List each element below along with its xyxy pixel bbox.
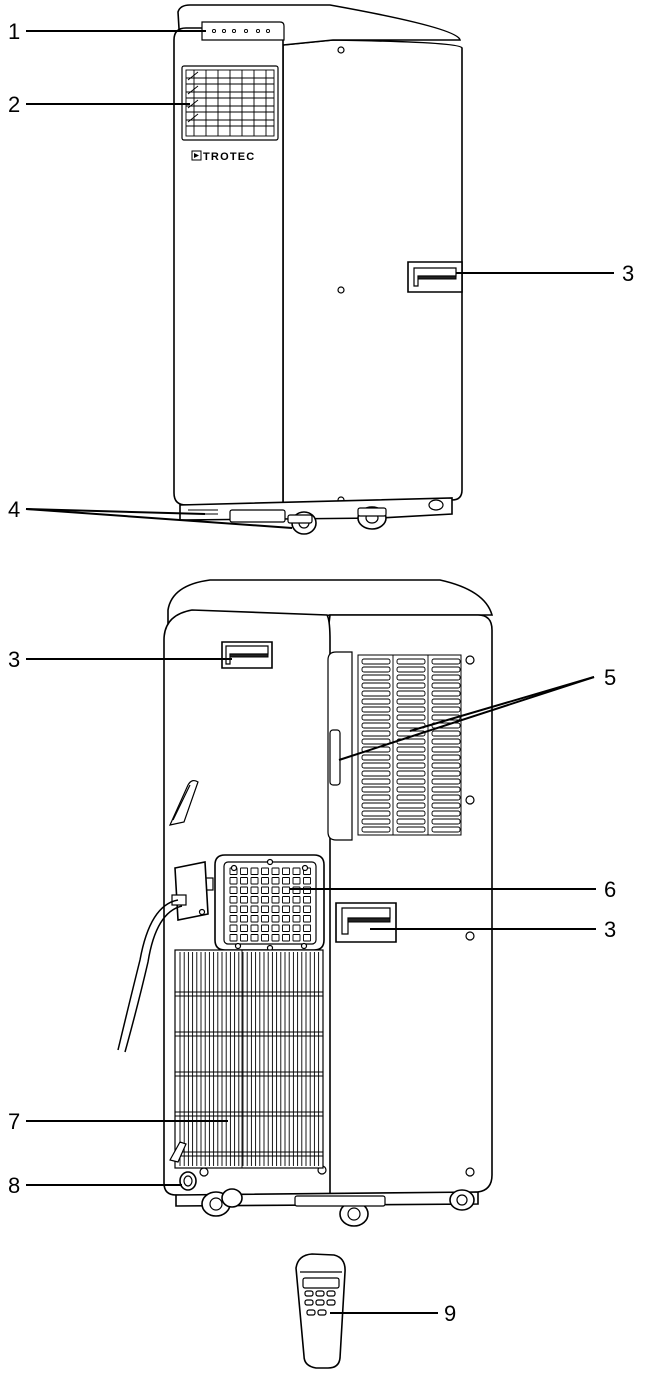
remote-control — [295, 1253, 346, 1369]
carry-handle-back-top — [221, 641, 273, 669]
air-intake-grille-upper — [327, 651, 475, 841]
callout-9: 9 — [444, 1301, 456, 1326]
callout-3-back-side: 3 — [604, 917, 616, 942]
callout-8: 8 — [8, 1173, 20, 1198]
condensate-drain — [169, 1141, 197, 1191]
callout-lines — [25, 30, 614, 1314]
carry-handle-side — [407, 261, 463, 293]
cable-holder — [168, 779, 199, 826]
air-outlet-louvres — [181, 65, 279, 141]
power-connection — [117, 861, 209, 1053]
carry-handle-back-side — [335, 902, 397, 943]
callout-3-front: 3 — [622, 261, 634, 286]
callout-1: 1 — [8, 19, 20, 44]
callout-2: 2 — [8, 92, 20, 117]
back-view-unit — [117, 579, 494, 1227]
callout-3-back-top: 3 — [8, 647, 20, 672]
callout-6: 6 — [604, 877, 616, 902]
brand-logo: TROTEC — [191, 150, 255, 163]
filter-frame-upper — [204, 854, 325, 952]
castor-wheels-back — [201, 1188, 475, 1227]
castor-wheels — [229, 499, 444, 535]
callout-numbers: 1 2 3 4 3 5 6 3 7 8 9 — [8, 19, 634, 1326]
callout-4: 4 — [8, 497, 20, 522]
front-view-unit: TROTEC — [173, 4, 463, 535]
callout-5: 5 — [604, 665, 616, 690]
air-intake-grille-lower — [174, 949, 324, 1169]
brand-logo-text: TROTEC — [203, 151, 255, 163]
callout-7: 7 — [8, 1109, 20, 1134]
control-panel — [201, 21, 285, 41]
